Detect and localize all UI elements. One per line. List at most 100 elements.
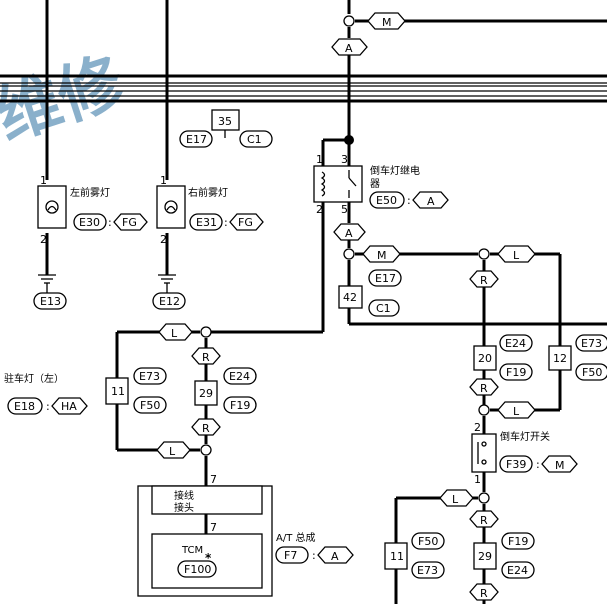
fog-lamp-wires: [45, 0, 169, 275]
splice-box-29-left: [194, 380, 218, 406]
left-fog-pin2: 2: [40, 233, 47, 246]
E73-left-label: E73: [139, 370, 160, 383]
M-top-code: [367, 12, 406, 30]
L-left1-code: [158, 323, 193, 341]
R-left1-code: [191, 347, 221, 365]
R-right1-label: R: [480, 274, 488, 287]
R-left1-label: R: [202, 351, 210, 364]
left-fog-label: 左前雾灯: [70, 186, 110, 199]
E17-mid-connector: [368, 269, 402, 287]
E73-left-connector: [133, 367, 167, 385]
F19-bot-label: F19: [508, 535, 528, 548]
E13-connector: [33, 292, 67, 310]
svg-text::: :: [407, 194, 411, 207]
splice-point: [343, 248, 355, 260]
svg-text::: :: [46, 400, 50, 413]
C1-mid-label: C1: [376, 302, 391, 315]
svg-text::: :: [224, 216, 228, 229]
bottom-right-branch: L R F50 11 E73 F19 29 E24 R: [384, 489, 535, 604]
right-branch: R E24 20 F19 12 E73 F50 R L: [469, 260, 607, 434]
splice-box-35-label: 35: [218, 115, 232, 128]
switch-icon: [481, 441, 487, 447]
splice-box-11-left: [105, 377, 129, 405]
top-bus-lines: [0, 74, 607, 103]
parking-lamp-label: 驻车灯（左）: [4, 372, 64, 385]
F19-left-label: F19: [230, 399, 250, 412]
F39-connector: [499, 455, 533, 473]
F50-left-connector: [133, 396, 167, 414]
E30-label: E30: [79, 216, 100, 229]
A-mid-code: [333, 223, 366, 241]
F7-label: F7: [284, 549, 297, 562]
HA-label: HA: [61, 400, 77, 413]
C1-top-connector: [239, 130, 273, 148]
L-mid-code: [497, 245, 536, 263]
switch-pin2: 2: [474, 421, 481, 434]
R-left2-label: R: [202, 422, 210, 435]
E50-label: E50: [376, 194, 397, 207]
splice-box-20: [473, 345, 497, 371]
FG-right-code: [229, 213, 264, 231]
splice-point: [343, 15, 355, 27]
E12-label: E12: [159, 295, 180, 308]
E73-bot-label: E73: [417, 564, 438, 577]
splice-point: [200, 444, 212, 456]
A-top-code: [331, 38, 368, 56]
left-branch: L R E73 11 F50 E24 29 F19 R L: [105, 323, 257, 486]
at-assembly: A/T 总成 F7 : A: [275, 531, 354, 564]
F19-bot-connector: [501, 532, 535, 550]
E24-right-label: E24: [505, 337, 526, 350]
E73-right-label: E73: [581, 337, 602, 350]
parking-lamp-left: 驻车灯（左） E18 : HA: [4, 372, 88, 415]
right-fog-lamp: 1 右前雾灯 E31 : FG 2 E12: [152, 174, 264, 310]
A-mid-label: A: [345, 227, 353, 240]
reverse-switch-label: 倒车灯开关: [500, 430, 550, 443]
R-right2-label: R: [480, 382, 488, 395]
splice-box-29-left-label: 29: [199, 387, 213, 400]
left-fog-pin1: 1: [40, 174, 47, 187]
switch-pin1: 1: [474, 473, 481, 486]
F50-right-connector: [575, 363, 607, 381]
FG-right-label: FG: [238, 216, 253, 229]
A-top-label: A: [345, 42, 353, 55]
R-right2-code: [469, 378, 499, 396]
E50-connector: [369, 191, 405, 209]
splice-box-42: [338, 285, 363, 309]
splice-box-11-bot-label: 11: [390, 550, 404, 563]
relay-feed: M A: [321, 0, 607, 166]
M-switch-label: M: [555, 459, 565, 472]
lamp-icon: [45, 200, 59, 214]
splice-box-12: [548, 345, 572, 371]
relay-pin3: 3: [341, 153, 348, 166]
R-right1-code: [469, 270, 499, 288]
splice-point: [478, 492, 490, 504]
splice-point: [478, 248, 490, 260]
reverse-switch-body: [471, 433, 497, 473]
F100-connector: [177, 560, 217, 578]
F50-bot-connector: [411, 532, 445, 550]
right-fog-pin2: 2: [160, 233, 167, 246]
L-mid-label: L: [513, 249, 520, 262]
F19-right-connector: [499, 363, 533, 381]
relay-label-line2: 器: [370, 178, 380, 190]
A-at-label: A: [331, 550, 339, 563]
svg-text::: :: [536, 458, 540, 471]
E73-right-connector: [575, 334, 607, 352]
L-right-label: L: [513, 405, 520, 418]
E24-right-connector: [499, 334, 533, 352]
L-left2-label: L: [169, 445, 176, 458]
E18-connector: [7, 397, 43, 415]
A-at-code: [317, 546, 354, 564]
F39-label: F39: [506, 458, 526, 471]
F50-left-label: F50: [140, 399, 160, 412]
relay-output-wire: A M L E17 42 C1: [333, 202, 607, 410]
svg-text::: :: [108, 216, 112, 229]
C1-mid-connector: [368, 299, 400, 317]
relay-pin1: 1: [316, 153, 323, 166]
E12-connector: [152, 292, 186, 310]
R-bot-code: [469, 510, 499, 528]
svg-text::: :: [312, 549, 316, 562]
M-switch-code: [541, 455, 578, 473]
E24-bot-label: E24: [507, 564, 528, 577]
